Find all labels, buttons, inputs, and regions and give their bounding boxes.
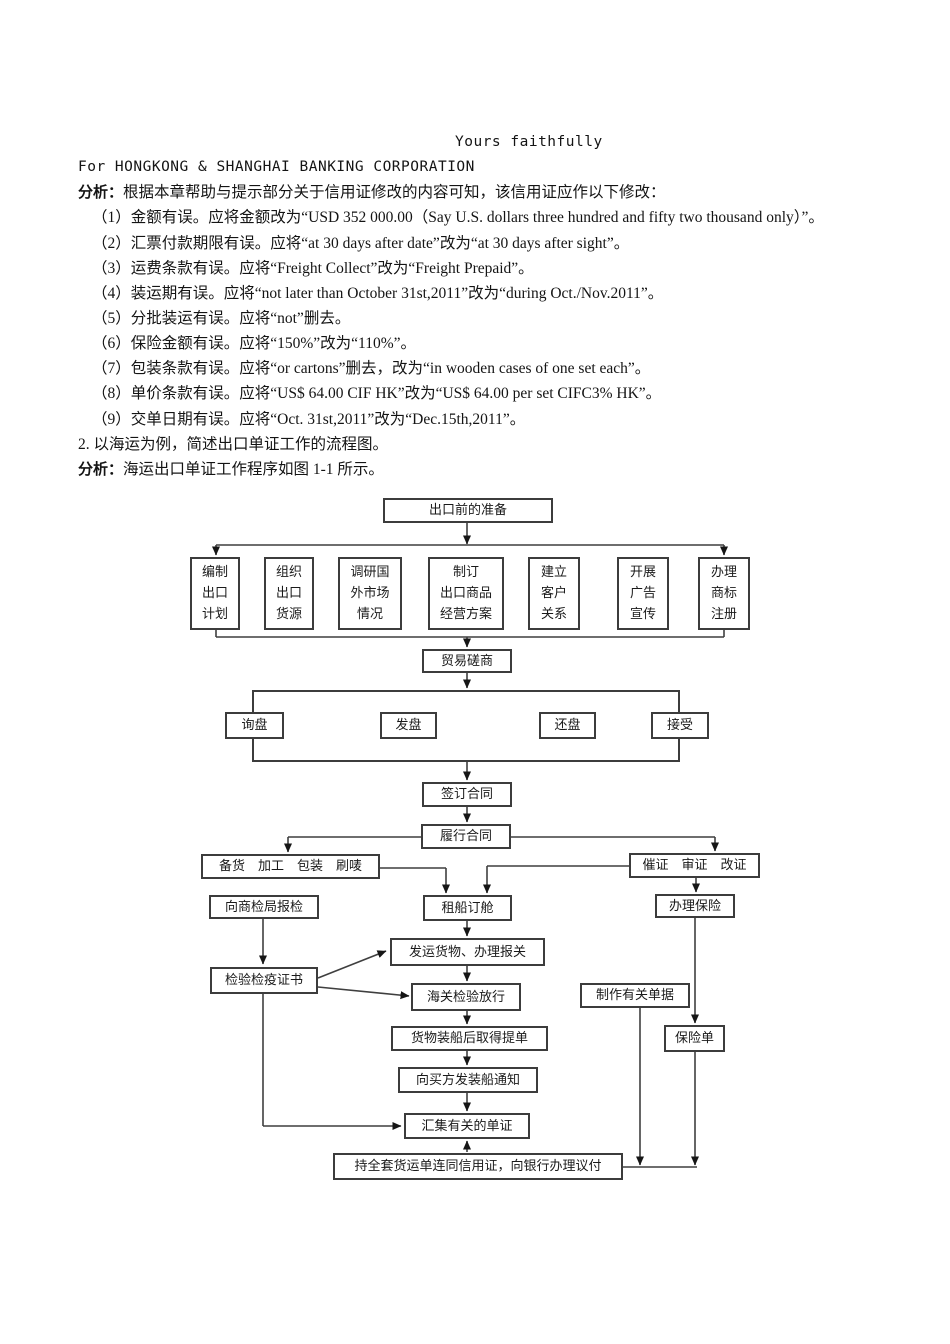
flow-node-lcwork: 催证 审证 改证 <box>629 853 760 878</box>
correction-item: （3）运费条款有误。应将“Freight Collect”改为“Freight … <box>92 259 534 277</box>
flow-node-inquiry: 询盘 <box>225 712 284 739</box>
flow-node-label: 制订 出口商品 经营方案 <box>439 565 492 622</box>
flow-node-label: 持全套货运单连同信用证，向银行办理议付 <box>354 1159 602 1174</box>
analysis-2-text: 海运出口单证工作程序如图 1-1 所示。 <box>123 460 384 478</box>
correction-item: （1）金额有误。应将金额改为“USD 352 000.00（Say U.S. d… <box>92 209 824 227</box>
flow-node-label: 出口前的准备 <box>428 503 507 518</box>
analysis-1-label: 分析： <box>78 183 124 202</box>
flow-node-p6: 开展 广告 宣传 <box>617 557 669 630</box>
correction-item: （9）交单日期有误。应将“Oct. 31st,2011”改为“Dec.15th,… <box>92 410 526 428</box>
flow-node-perform: 履行合同 <box>421 824 511 849</box>
flow-node-label: 组织 出口 货源 <box>275 565 302 622</box>
flow-node-inspectapply: 向商检局报检 <box>209 895 319 919</box>
flow-node-makedocs: 制作有关单据 <box>580 983 690 1008</box>
analysis-2-label: 分析： <box>78 459 124 478</box>
flow-node-label: 签订合同 <box>440 787 493 802</box>
flow-node-prep: 出口前的准备 <box>383 498 553 523</box>
letter-signature: For HONGKONG & SHANGHAI BANKING CORPORAT… <box>78 159 475 176</box>
flow-node-label: 还盘 <box>554 718 581 733</box>
flow-node-p4: 制订 出口商品 经营方案 <box>428 557 504 630</box>
flow-node-label: 发运货物、办理报关 <box>408 944 526 960</box>
flow-node-label: 租船订舱 <box>441 900 494 916</box>
flow-node-label: 发盘 <box>395 718 422 733</box>
flow-node-label: 询盘 <box>241 718 268 733</box>
question-2: 2. 以海运为例，简述出口单证工作的流程图。 <box>78 435 389 453</box>
correction-item: （5）分批装运有误。应将“not”删去。 <box>92 309 351 327</box>
flow-node-prepgoods: 备货 加工 包装 刷唛 <box>201 854 380 879</box>
flow-node-label: 办理 商标 注册 <box>710 565 737 622</box>
flow-node-counter: 还盘 <box>539 712 596 739</box>
flow-node-label: 编制 出口 计划 <box>201 565 228 622</box>
correction-item: （8）单价条款有误。应将“US$ 64.00 CIF HK”改为“US$ 64.… <box>92 385 662 403</box>
flow-node-label: 检验检疫证书 <box>224 973 303 988</box>
flow-node-p3: 调研国 外市场 情况 <box>338 557 402 630</box>
flow-node-notice: 向买方发装船通知 <box>398 1067 538 1093</box>
flow-node-negotiation: 贸易磋商 <box>422 649 512 673</box>
flow-node-label: 建立 客户 关系 <box>540 565 567 622</box>
flow-node-offer: 发盘 <box>380 712 437 739</box>
flow-node-label: 保险单 <box>674 1031 714 1046</box>
flow-node-label: 开展 广告 宣传 <box>629 565 656 622</box>
analysis-1-text: 根据本章帮助与提示部分关于信用证修改的内容可知，该信用证应作以下修改： <box>123 184 666 202</box>
negotiation-group-frame <box>252 690 680 762</box>
flow-node-charter: 租船订舱 <box>423 895 512 921</box>
flow-node-accept: 接受 <box>651 712 709 739</box>
correction-item: （4）装运期有误。应将“not later than October 31st,… <box>92 284 664 302</box>
flow-node-label: 备货 加工 包装 刷唛 <box>218 859 362 874</box>
flow-node-label: 贸易磋商 <box>440 653 493 669</box>
flow-node-label: 催证 审证 改证 <box>642 858 747 873</box>
flow-node-p5: 建立 客户 关系 <box>528 557 580 630</box>
flow-node-label: 履行合同 <box>439 829 492 844</box>
analysis-1: 分析：根据本章帮助与提示部分关于信用证修改的内容可知，该信用证应作以下修改： <box>78 180 946 205</box>
flow-node-bl: 货物装船后取得提单 <box>391 1026 548 1051</box>
flow-node-label: 制作有关单据 <box>595 988 674 1003</box>
analysis-2: 分析：海运出口单证工作程序如图 1-1 所示。 <box>78 457 946 482</box>
flow-node-label: 调研国 外市场 情况 <box>350 565 390 622</box>
flow-node-label: 海关检验放行 <box>426 989 505 1005</box>
correction-item: （7）包装条款有误。应将“or cartons”删去，改为“in wooden … <box>92 360 651 378</box>
answer-text-block: Yours faithfully For HONGKONG & SHANGHAI… <box>78 130 946 482</box>
correction-item: （2）汇票付款期限有误。应将“at 30 days after date”改为“… <box>92 234 630 252</box>
flow-node-collect: 汇集有关的单证 <box>404 1113 530 1139</box>
flow-node-label: 汇集有关的单证 <box>421 1118 513 1134</box>
correction-item: （6）保险金额有误。应将“150%”改为“110%”。 <box>92 335 417 353</box>
flow-node-label: 向商检局报检 <box>224 899 303 915</box>
flow-node-shipcustoms: 发运货物、办理报关 <box>390 938 545 966</box>
letter-closing: Yours faithfully <box>455 134 603 150</box>
flow-node-insure: 办理保险 <box>655 894 735 918</box>
flow-node-policy: 保险单 <box>664 1025 725 1052</box>
flow-node-p1: 编制 出口 计划 <box>190 557 240 630</box>
flow-node-label: 货物装船后取得提单 <box>410 1031 528 1046</box>
flow-node-p2: 组织 出口 货源 <box>264 557 314 630</box>
flow-node-label: 接受 <box>666 718 693 733</box>
flow-node-customsrelease: 海关检验放行 <box>411 983 521 1011</box>
flow-node-p7: 办理 商标 注册 <box>698 557 750 630</box>
flow-node-negotiatebank: 持全套货运单连同信用证，向银行办理议付 <box>333 1153 623 1180</box>
flow-node-cert: 检验检疫证书 <box>210 967 318 994</box>
flow-node-label: 办理保险 <box>668 898 721 914</box>
flow-node-sign: 签订合同 <box>422 782 512 807</box>
flow-node-label: 向买方发装船通知 <box>415 1072 520 1088</box>
